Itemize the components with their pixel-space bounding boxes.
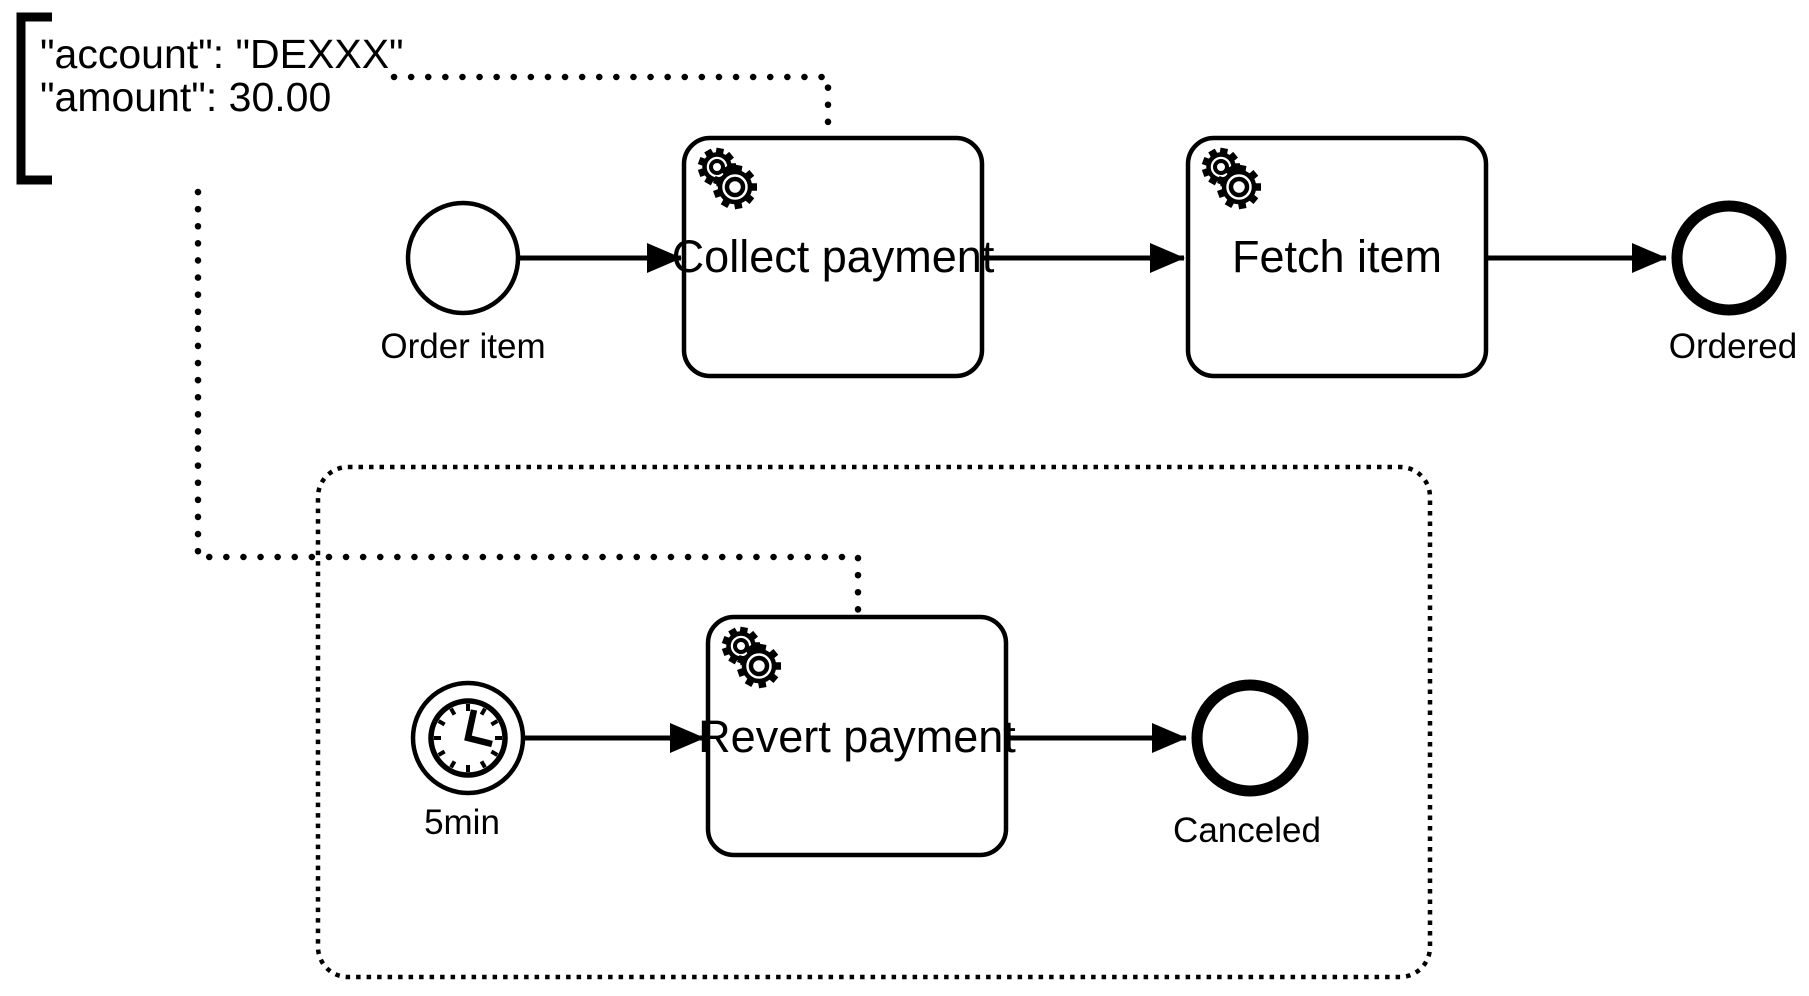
clock-hands: [464, 709, 493, 748]
annotation-line-2: "amount": 30.00: [40, 74, 331, 120]
task-fetch-item: Fetch item: [1185, 135, 1489, 379]
start-event-label: Order item: [380, 327, 545, 366]
start-event-order-item: [405, 200, 521, 316]
end-event-canceled: [1191, 679, 1309, 797]
end-event-ordered: [1671, 200, 1787, 316]
timer-start-event: [410, 680, 526, 796]
annotation-line-1: "account": "DEXXX": [40, 31, 404, 77]
main-process-flow: Order item Collect payment Fetch item Or…: [380, 135, 1797, 379]
timer-event-label: 5min: [424, 803, 500, 842]
event-subprocess-border: [315, 464, 1433, 980]
task-collect-payment-label: Collect payment: [672, 231, 995, 282]
annotation-bracket: [16, 12, 52, 185]
task-fetch-item-label: Fetch item: [1232, 231, 1442, 282]
task-collect-payment: Collect payment: [672, 135, 995, 379]
association-annotation-to-collect-payment: [390, 73, 832, 134]
task-revert-payment-label: Revert payment: [698, 711, 1016, 762]
timer-clock-icon: [428, 698, 508, 778]
task-revert-payment: Revert payment: [698, 614, 1016, 858]
event-subprocess: 5min Revert payment Canceled: [315, 464, 1433, 980]
text-annotation: "account": "DEXXX" "amount": 30.00: [16, 12, 404, 185]
end-event-canceled-label: Canceled: [1173, 811, 1321, 850]
end-event-ordered-label: Ordered: [1669, 327, 1797, 366]
